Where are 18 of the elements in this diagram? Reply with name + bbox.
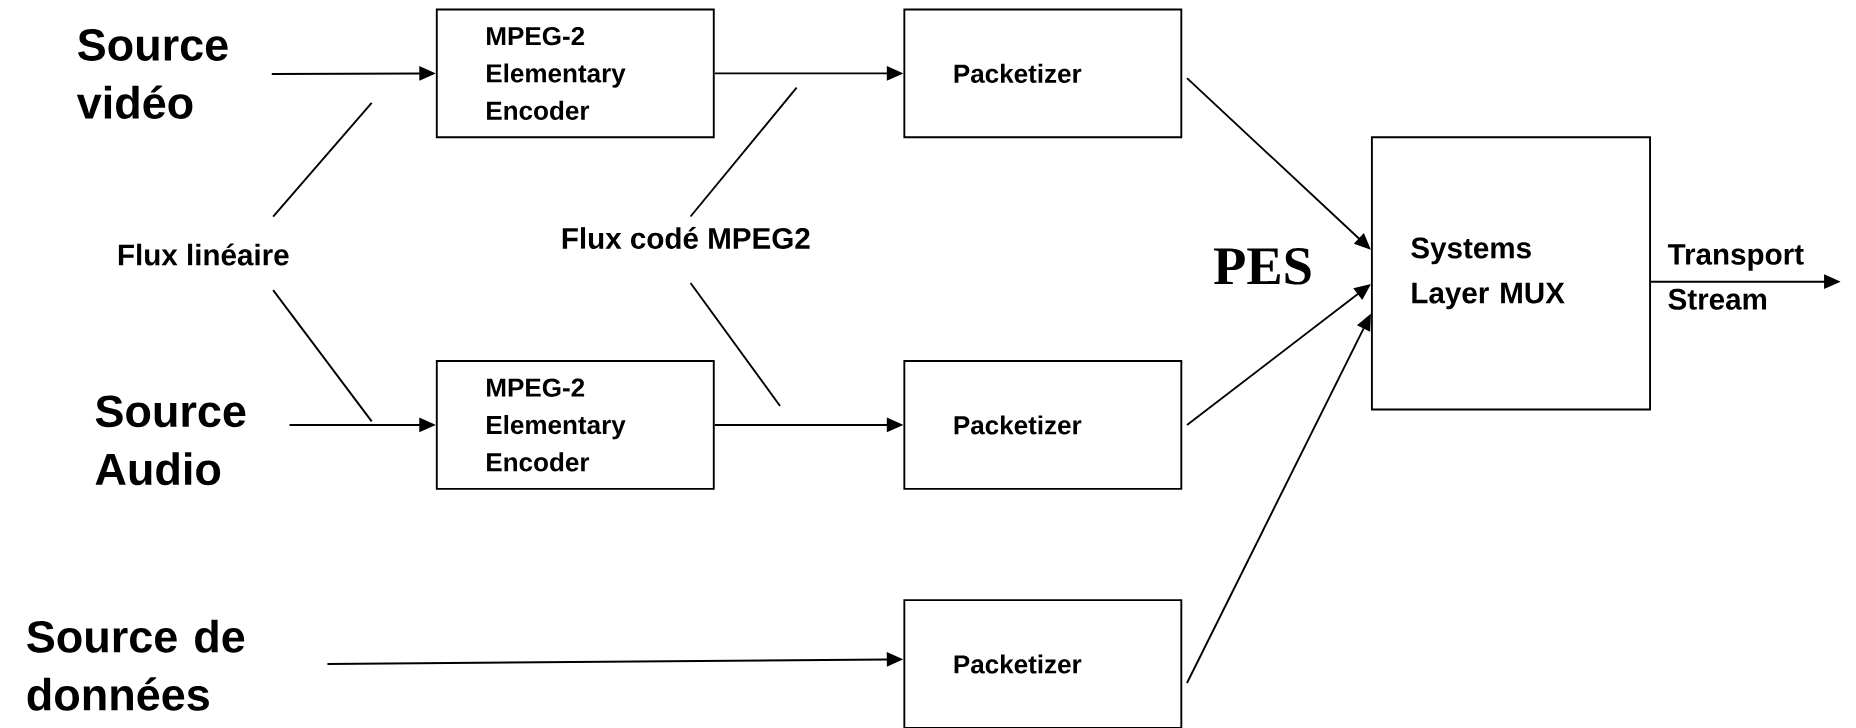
process-box: Packetizer (903, 8, 1183, 139)
process-box: MPEG-2 Elementary Encoder (435, 8, 715, 139)
leader-line (689, 282, 781, 407)
process-box: MPEG-2 Elementary Encoder (435, 360, 715, 490)
arrow (1186, 77, 1371, 250)
leader-line (272, 289, 373, 423)
leader-line (272, 102, 373, 218)
annotation-text: Flux codé MPEG2 (562, 226, 810, 249)
annotation-text: Flux linéaire (118, 243, 289, 266)
multiplexer-box: Systems Layer MUX (1370, 136, 1651, 411)
source-label: Source Audio (95, 395, 246, 486)
source-label: Source vidéo (76, 29, 228, 119)
signal-label: PES (1214, 248, 1311, 285)
edge-label: Transport Stream (1667, 244, 1804, 310)
leader-line (689, 86, 798, 218)
process-box: Packetizer (903, 599, 1183, 728)
source-label: Source de données (27, 619, 245, 711)
process-box: Packetizer (903, 360, 1183, 490)
